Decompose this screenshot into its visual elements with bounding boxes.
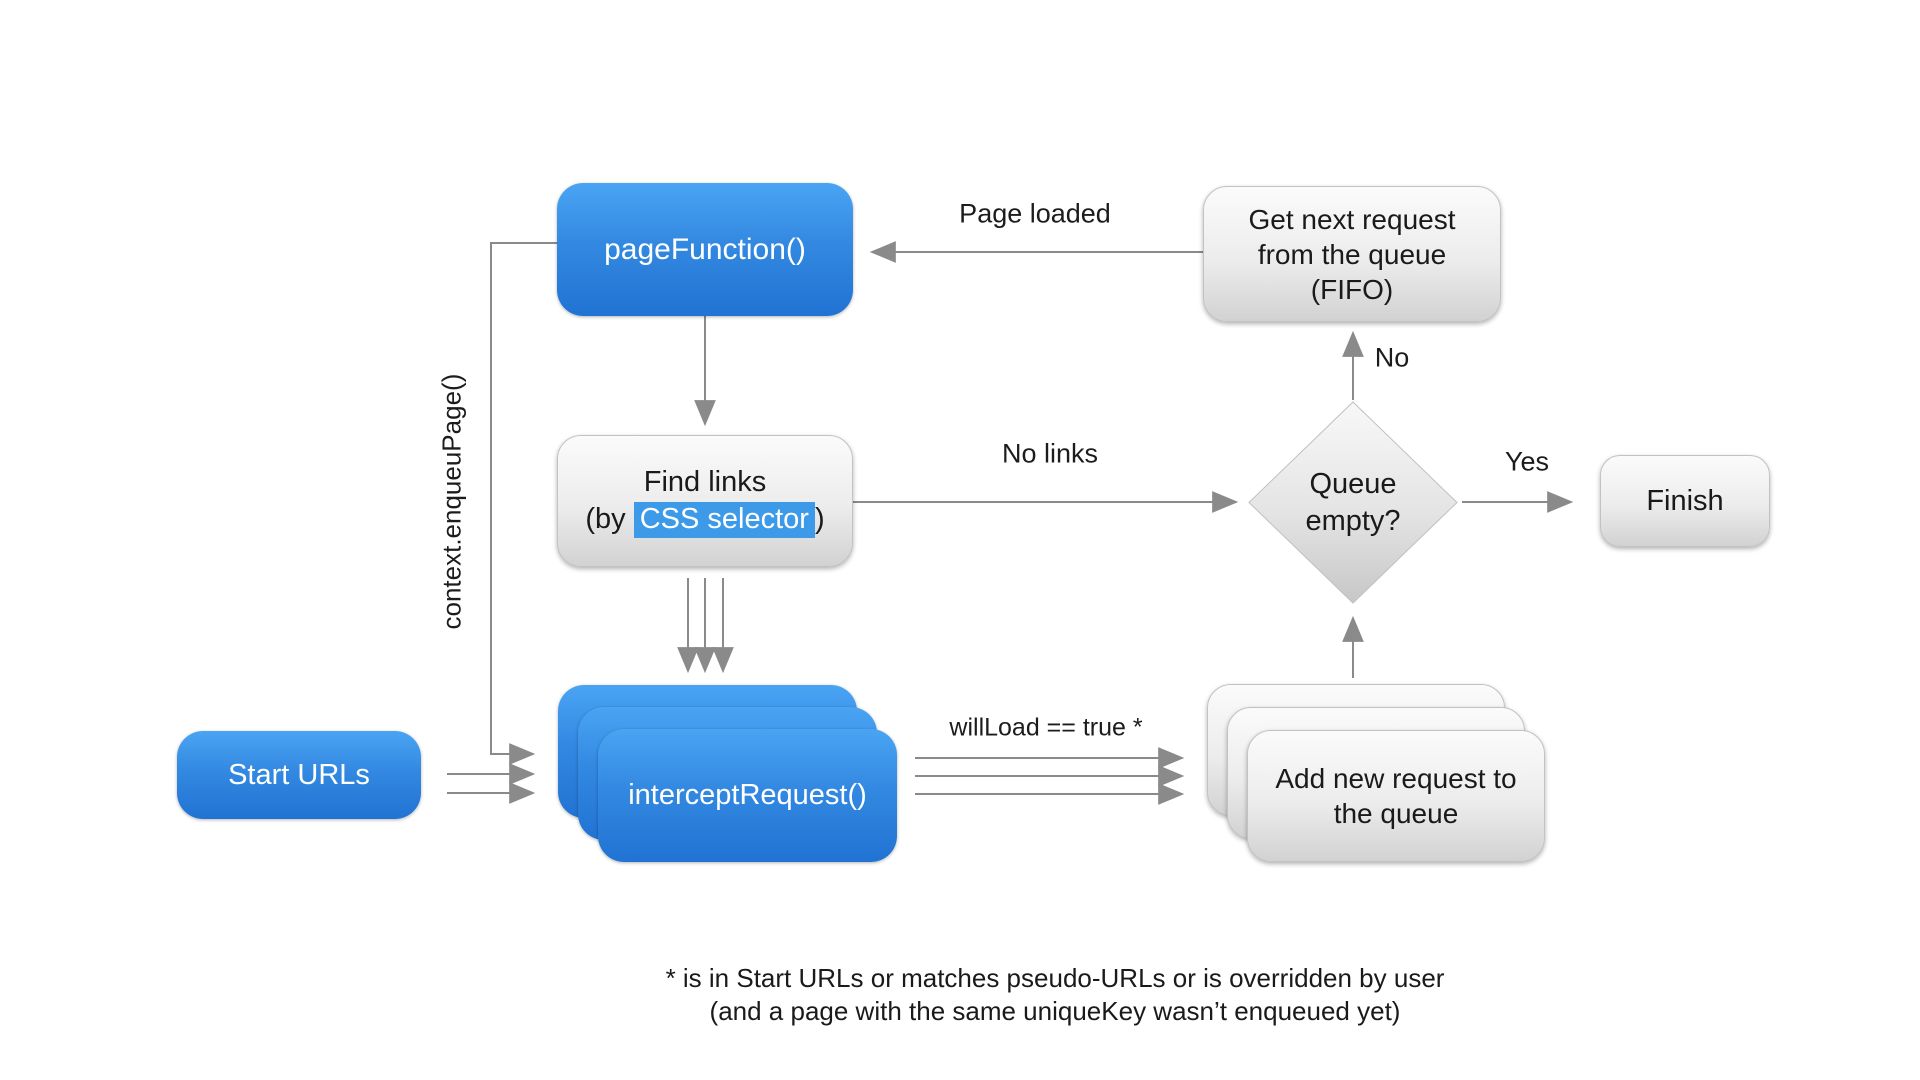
edge-label-page-loaded: Page loaded — [959, 198, 1111, 229]
node-get-next-request: Get next request from the queue (FIFO) — [1203, 186, 1501, 322]
css-selector-highlight: CSS selector — [633, 502, 815, 538]
add-new-request-line1: Add new request to — [1275, 763, 1517, 794]
node-add-new-request: Add new request to the queue — [1247, 730, 1545, 862]
queue-empty-line2: empty? — [1305, 504, 1401, 537]
page-function-label: pageFunction() — [604, 233, 806, 266]
node-page-function: pageFunction() — [557, 183, 853, 316]
edge-label-no: No — [1374, 342, 1410, 373]
node-start-urls: Start URLs — [177, 731, 421, 819]
find-links-by-suffix: ) — [814, 503, 825, 535]
footnote-line1: * is in Start URLs or matches pseudo-URL… — [665, 963, 1445, 993]
node-intercept-request: interceptRequest() — [598, 729, 897, 862]
start-urls-label: Start URLs — [228, 758, 370, 791]
footnote: * is in Start URLs or matches pseudo-URL… — [460, 962, 1650, 1028]
node-find-links: Find links (by CSS selector) — [557, 435, 853, 567]
edge-label-no-links: No links — [1001, 438, 1099, 469]
node-finish: Finish — [1600, 455, 1770, 547]
queue-empty-label: Queue empty? — [1253, 465, 1453, 540]
find-links-line1: Find links — [643, 466, 767, 498]
get-next-request-line1: Get next request — [1248, 203, 1456, 235]
edge-label-yes: Yes — [1504, 446, 1550, 477]
finish-label: Finish — [1646, 484, 1724, 517]
get-next-request-line2: from the queue — [1257, 238, 1447, 270]
find-links-line2: (by CSS selector) — [585, 501, 825, 538]
queue-empty-diamond — [1248, 401, 1458, 604]
edge-label-context-enqueue-page: context.enqueuPage() — [436, 373, 467, 630]
find-links-by-prefix: (by — [585, 503, 634, 535]
intercept-request-label: interceptRequest() — [628, 779, 867, 811]
queue-empty-line1: Queue — [1309, 467, 1397, 500]
footnote-line2: (and a page with the same uniqueKey wasn… — [709, 996, 1401, 1026]
add-new-request-line2: the queue — [1333, 798, 1459, 829]
edge-label-will-load: willLoad == true * — [949, 713, 1143, 742]
get-next-request-line3: (FIFO) — [1310, 273, 1394, 305]
